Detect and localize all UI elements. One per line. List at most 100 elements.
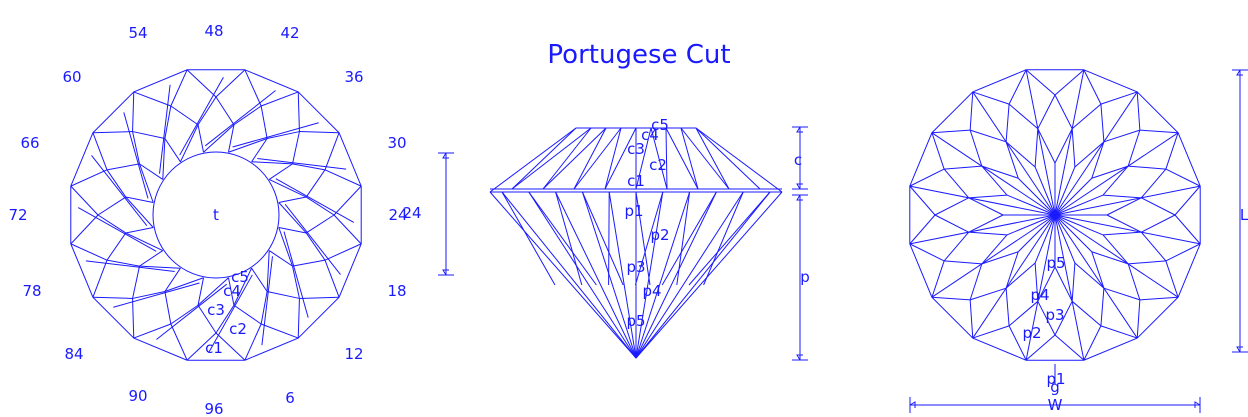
pavilion-facet-line xyxy=(1139,296,1179,301)
crown-facet-line xyxy=(292,163,326,171)
crown-facet-line xyxy=(197,277,229,306)
pavilion-facet-line xyxy=(1103,231,1142,236)
index-label: 60 xyxy=(62,68,81,86)
crown-facet-line xyxy=(267,291,300,299)
crown-facet-line xyxy=(268,178,307,198)
crown-facet-line xyxy=(227,277,235,306)
pavilion-facet-line xyxy=(1127,263,1141,301)
crown-facet-line xyxy=(251,138,268,163)
crown-facet-line xyxy=(106,232,127,261)
crown-facet-line xyxy=(123,112,149,199)
crown-facet-line xyxy=(132,298,135,339)
crown-facet-label: c3 xyxy=(627,140,645,158)
pavilion-facet-label: p2 xyxy=(1022,324,1041,342)
dim-arrow xyxy=(1194,401,1201,408)
crown-facet-label: c5 xyxy=(231,268,249,286)
pavilion-facet-line xyxy=(528,191,637,359)
pavilion-facet-line xyxy=(909,243,945,262)
crown-facet-line xyxy=(251,267,268,292)
pavilion-facet-line xyxy=(1103,129,1141,143)
pavilion-facet-line xyxy=(1034,166,1056,216)
crown-facet-line xyxy=(268,250,293,267)
crown-facet-line xyxy=(260,323,299,339)
crown-facet-line xyxy=(305,232,326,261)
crown-facet-line xyxy=(233,267,253,306)
crown-facet-line xyxy=(573,127,622,190)
crown-facet-line xyxy=(283,231,309,318)
crown-facet-line xyxy=(70,169,108,187)
crown-facet-line xyxy=(215,332,246,361)
crown-facet-line xyxy=(278,202,307,234)
crown-facet-line xyxy=(170,304,199,325)
pavilion-facet-line xyxy=(1034,214,1056,264)
pavilion-facet-line xyxy=(969,263,983,301)
crown-facet-line xyxy=(132,131,140,164)
index-label: 48 xyxy=(204,22,223,40)
girdle-outline xyxy=(909,69,1201,361)
crown-facet-line xyxy=(70,185,99,216)
pavilion-facet-line xyxy=(1034,263,1039,302)
crown-facet-label: c2 xyxy=(649,156,667,174)
pavilion-facet-line xyxy=(968,231,1007,236)
pavilion-facet-line xyxy=(1054,214,1076,264)
crown-facet-line xyxy=(604,127,637,190)
pavilion-facet-line xyxy=(1141,197,1176,216)
dim-arrow xyxy=(442,152,449,159)
crown-facet-line xyxy=(233,304,262,325)
pavilion-facet-label: p1 xyxy=(1046,370,1065,388)
crown-facet-line xyxy=(257,158,347,170)
pavilion-facet-line xyxy=(1140,231,1167,262)
pavilion-facet-line xyxy=(1091,165,1129,179)
pavilion-facet-line xyxy=(635,191,717,359)
crown-facet-line xyxy=(232,122,319,148)
crown-facet-label: c3 xyxy=(207,301,225,319)
crown-facet-line xyxy=(305,169,326,198)
pavilion-facet-line xyxy=(968,197,1004,216)
pavilion-facet-line xyxy=(1106,214,1142,233)
pavilion-facet-line xyxy=(1100,104,1105,142)
pavilion-facet-line xyxy=(1054,214,1104,236)
pavilion-facet-line xyxy=(1136,91,1141,131)
pavilion-facet-label: p3 xyxy=(1045,306,1064,324)
crown-facet-line xyxy=(164,291,172,325)
crown-facet-line xyxy=(125,226,154,234)
pavilion-facet-line xyxy=(943,168,970,199)
crown-facet-line xyxy=(305,214,335,234)
crown-facet-line xyxy=(170,69,188,107)
dim-arrow xyxy=(796,354,803,361)
pavilion-facet-line xyxy=(1037,266,1056,302)
crown-facet-line xyxy=(542,127,592,190)
pavilion-facet-line xyxy=(1139,129,1179,134)
pavilion-facet-line xyxy=(1008,103,1039,130)
crown-facet-line xyxy=(170,323,188,361)
crown-facet-line xyxy=(125,196,154,204)
pavilion-facet-line xyxy=(1106,197,1142,216)
pavilion-facet-line xyxy=(1165,243,1201,262)
index-label: 36 xyxy=(344,68,363,86)
pavilion-facet-line xyxy=(909,185,936,216)
index-label: 78 xyxy=(22,282,41,300)
crown-facet-line xyxy=(164,105,172,139)
pavilion-main-line xyxy=(1054,214,1138,339)
dim-arrow xyxy=(796,126,803,133)
dim-arrow xyxy=(1236,69,1243,76)
girdle-outline xyxy=(70,69,362,361)
pavilion-main-line xyxy=(909,214,1056,245)
crown-facet-line xyxy=(106,169,127,198)
pavilion-facet-line xyxy=(635,191,691,359)
pavilion-facet-line xyxy=(1054,214,1093,253)
crown-facet-line xyxy=(333,185,362,216)
crown-facet-line xyxy=(233,105,262,126)
crown-facet-label: c4 xyxy=(223,282,241,300)
pavilion-facet-line xyxy=(931,260,945,298)
crown-facet-line xyxy=(260,291,268,325)
crown-facet-line xyxy=(159,84,171,174)
pavilion-facet-line xyxy=(1102,165,1129,196)
crown-facet-line xyxy=(139,250,164,267)
pavilion-depth-label: p xyxy=(800,268,810,286)
width-label: W xyxy=(1048,396,1063,414)
crown-facet-line xyxy=(164,138,181,163)
crown-facet-line xyxy=(244,69,262,107)
diagram-title: Portugese Cut xyxy=(547,40,731,70)
